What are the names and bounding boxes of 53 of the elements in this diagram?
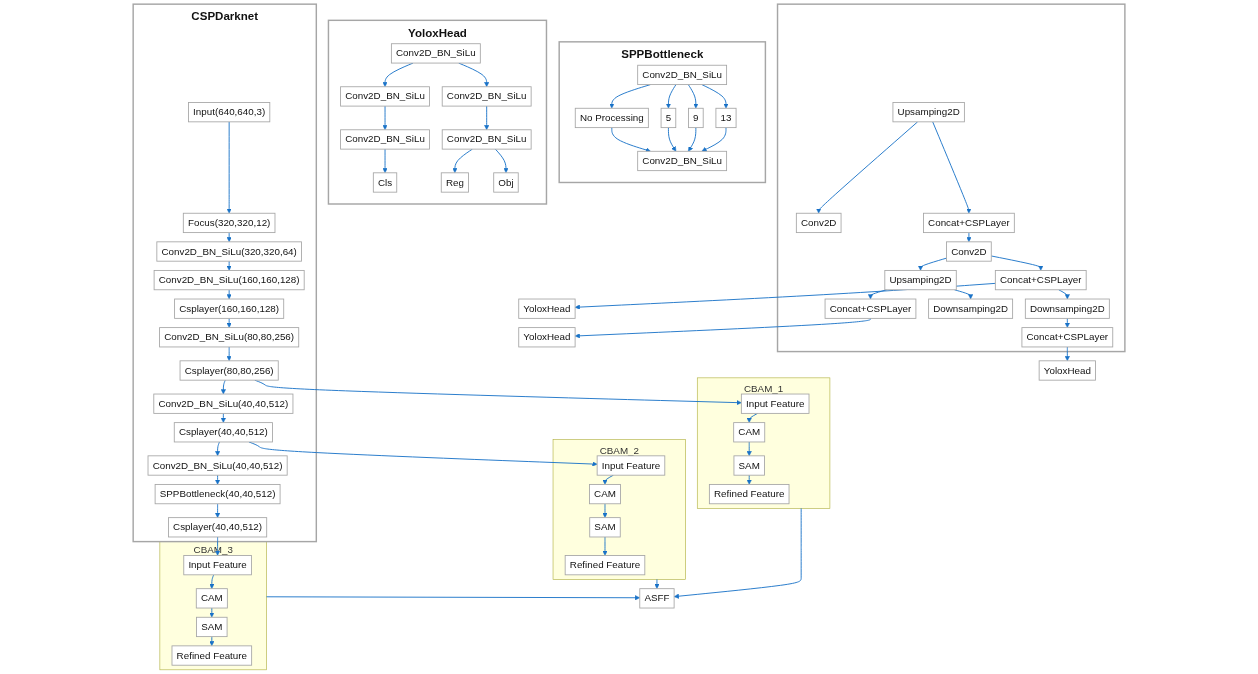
node-box: Conv2D_BN_SiLu(40,40,512) bbox=[153, 393, 294, 414]
node-box: Concat+CSPLayer bbox=[994, 270, 1087, 291]
node-box: Conv2D_BN_SiLu bbox=[441, 129, 532, 150]
node-box: Upsamping2D bbox=[892, 102, 965, 123]
node-box: 5 bbox=[660, 107, 677, 129]
node-box: SAM bbox=[733, 455, 765, 476]
node-box: Input Feature bbox=[183, 555, 252, 576]
node-box: Conv2D bbox=[795, 212, 842, 234]
node-box: Concat+CSPLayer bbox=[923, 212, 1015, 234]
node-box: Csplayer(40,40,512) bbox=[173, 422, 273, 443]
node-box: Csplayer(40,40,512) bbox=[168, 517, 268, 538]
node-box: Refined Feature bbox=[171, 645, 253, 666]
node-box: SPPBottleneck(40,40,512) bbox=[154, 484, 281, 505]
node-box: Conv2D bbox=[946, 241, 992, 262]
node-box: Conv2D_BN_SiLu bbox=[637, 64, 727, 85]
node-box: Csplayer(160,160,128) bbox=[174, 298, 285, 319]
node-box: SAM bbox=[589, 517, 621, 538]
node-box: Concat+CSPLayer bbox=[824, 298, 917, 319]
node-box: Conv2D_BN_SiLu(80,80,256) bbox=[159, 327, 300, 348]
node-box: Upsamping2D bbox=[884, 270, 957, 291]
node-box: Conv2D_BN_SiLu bbox=[340, 86, 430, 107]
node-box: Conv2D_BN_SiLu bbox=[637, 150, 727, 172]
node-box: Downsamping2D bbox=[1024, 298, 1110, 319]
node-box: Concat+CSPLayer bbox=[1021, 327, 1114, 348]
node-box: CAM bbox=[589, 484, 621, 505]
node-box: Conv2D_BN_SiLu(320,320,64) bbox=[156, 241, 302, 262]
node-box: Obj bbox=[493, 172, 519, 193]
node-box: Downsamping2D bbox=[928, 298, 1014, 319]
node-box: Input(640,640,3) bbox=[188, 102, 271, 123]
node-box: YoloxHead bbox=[1038, 360, 1096, 381]
node-box: Refined Feature bbox=[564, 555, 646, 576]
node-box: Conv2D_BN_SiLu bbox=[441, 86, 532, 107]
node-box: CAM bbox=[195, 588, 228, 609]
node-box: YoloxHead bbox=[518, 298, 576, 319]
node-box: Cls bbox=[372, 172, 398, 193]
cluster bbox=[776, 3, 1126, 353]
node-box: Focus(320,320,12) bbox=[182, 212, 276, 234]
node-box: Reg bbox=[440, 172, 469, 193]
node-box: ASFF bbox=[639, 588, 675, 609]
node-box: YoloxHead bbox=[518, 327, 576, 348]
node-box: Conv2D_BN_SiLu bbox=[340, 129, 430, 150]
node-box: Csplayer(80,80,256) bbox=[179, 360, 279, 381]
node-box: No Processing bbox=[574, 107, 649, 129]
node-box: Conv2D_BN_SiLu bbox=[390, 43, 481, 64]
node-box: Refined Feature bbox=[708, 484, 790, 505]
node-box: CAM bbox=[733, 422, 766, 443]
node-box: Input Feature bbox=[740, 393, 810, 414]
node-box: Input Feature bbox=[596, 455, 666, 476]
node-box: Conv2D_BN_SiLu(160,160,128) bbox=[153, 270, 305, 291]
node-box: 13 bbox=[715, 107, 737, 129]
node-box: SAM bbox=[196, 616, 228, 638]
node-box: 9 bbox=[688, 107, 704, 129]
node-box: Conv2D_BN_SiLu(40,40,512) bbox=[147, 455, 288, 476]
